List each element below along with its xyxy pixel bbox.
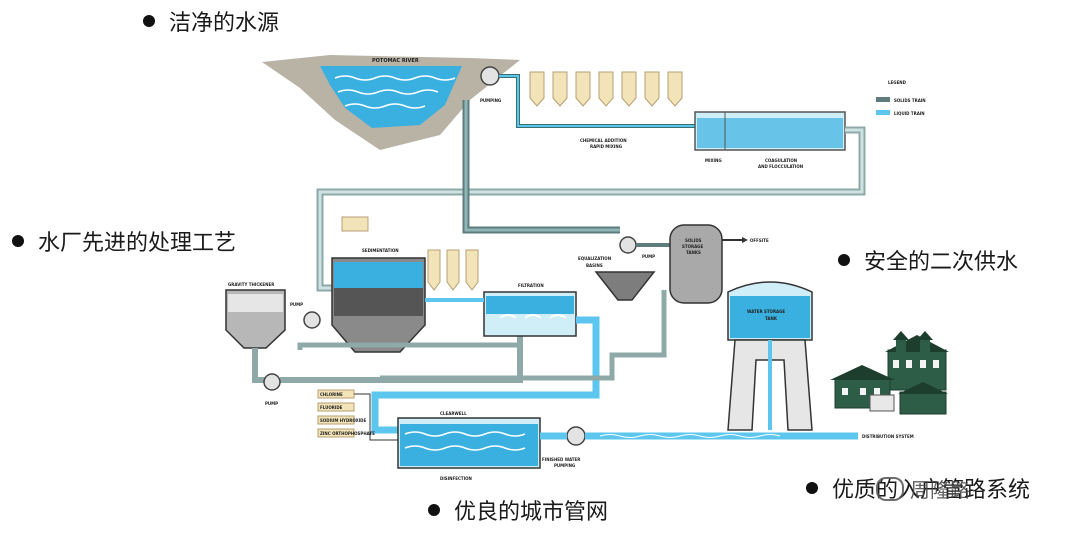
disinfection-label: DISINFECTION: [440, 476, 472, 481]
chem-label-1: CHLORINE: [320, 392, 343, 397]
equalization-pump-icon: [619, 236, 637, 254]
pumping-label: PUMPING: [480, 98, 501, 103]
rapid-mixing-label: RAPID MIXING: [590, 144, 622, 149]
flocculation-label: AND FLOCCULATION: [758, 164, 803, 169]
finished-water-label-2: PUMPING: [554, 463, 575, 468]
solids-pipe-inner: [464, 100, 620, 232]
bullet-text: 优良的城市管网: [454, 500, 609, 525]
bullet-quality-pipes: 优质的入户管路系统: [806, 472, 1030, 504]
water-storage-label-1: WATER STORAGE: [747, 309, 785, 314]
solids-storage-label-1: SOLIDS: [685, 238, 702, 243]
equalization-label: EQUALIZATION: [578, 256, 611, 261]
chem-label-2: FLUORIDE: [320, 405, 343, 410]
clearwell-water: [400, 424, 538, 466]
finished-water-pump-icon: [566, 426, 586, 446]
water-storage-label-2: TANK: [765, 316, 778, 321]
chemical-label-box: [341, 216, 369, 232]
equalization-pump-label: PUMP: [642, 254, 655, 259]
distribution-label: DISTRIBUTION SYSTEM: [862, 434, 914, 439]
filter-to-clearwell-pipe: [371, 316, 600, 434]
bullet-text: 洁净的水源: [169, 11, 280, 36]
houses-icon: [830, 331, 949, 415]
mixing-label: MIXING: [705, 158, 722, 163]
bullet-text: 水厂先进的处理工艺: [38, 231, 237, 256]
sedimentation-hoppers: [427, 249, 479, 291]
offsite-arrowhead-icon: [742, 237, 748, 243]
watermark-text: 周隆路: [910, 478, 970, 502]
solids-storage-label-3: TANKS: [686, 250, 701, 255]
bullet-text: 安全的二次供水: [864, 250, 1019, 275]
chem-label-3: SODIUM HYDROXIDE: [320, 418, 367, 423]
equalization-cone: [594, 271, 656, 301]
basins-label: BASINS: [586, 263, 603, 268]
solids-storage-tank: [669, 224, 723, 304]
river-pump-icon: [480, 66, 500, 86]
bullet-dot: [143, 15, 155, 27]
legend-title: LEGEND: [888, 80, 907, 85]
settled-water-pipe-inner: [318, 128, 864, 290]
sedimentation-label: SEDIMENTATION: [362, 248, 399, 253]
sludge-pipe-2: [297, 342, 520, 350]
river-waves: [334, 75, 456, 109]
chat-bubble-icon: [876, 476, 904, 501]
raw-water-pipe-inner: [499, 75, 695, 127]
legend-liquid-label: LIQUID TRAIN: [894, 111, 925, 116]
water-tower-legs: [727, 339, 813, 431]
bullet-quality-network: 优良的城市管网: [428, 494, 608, 526]
bullet-advanced-process: 水厂先进的处理工艺: [12, 225, 236, 257]
chem-label-4: ZINC ORTHOPHOSPHATE: [320, 431, 375, 436]
finished-water-label-1: FINISHED WATER: [542, 457, 580, 462]
chemical-label-boxes: [317, 389, 355, 438]
bullet-dot: [12, 235, 24, 247]
thickener-top: [228, 294, 283, 312]
solids-pipe: [462, 100, 620, 234]
chemical-hoppers: [529, 71, 683, 107]
legend-solids-swatch: [876, 97, 890, 102]
bullet-text: 优质的入户管路系统: [832, 478, 1031, 503]
backwash-pipe: [380, 290, 667, 381]
chemical-addition-label: CHEMICAL ADDITION: [580, 138, 627, 143]
clearwell-waves: [404, 431, 526, 451]
raw-water-pipe: [499, 74, 695, 128]
distribution-flow: [599, 434, 781, 438]
chem-feed-line: [354, 393, 398, 441]
legend-solids-label: SOLIDS TRAIN: [894, 98, 926, 103]
gravity-thickener-label: GRAVITY THICKENER: [228, 282, 274, 287]
filtration-label: FILTRATION: [518, 283, 544, 288]
watermark: 周隆路: [876, 474, 970, 503]
bullet-dot: [428, 504, 440, 516]
sedimentation-sludge: [334, 288, 423, 316]
coagulation-label: COAGULATION: [765, 158, 797, 163]
bullet-clean-source: 洁净的水源: [143, 5, 279, 37]
river-label: POTOMAC RIVER: [372, 58, 419, 64]
river-water: [320, 66, 462, 128]
coagulation-water: [697, 118, 843, 148]
sedimentation-water: [334, 262, 423, 288]
thickener-pump-label: PUMP: [290, 302, 303, 307]
water-tower-water: [730, 296, 810, 338]
thickener-pump-icon: [303, 311, 321, 329]
filtration-water: [486, 296, 574, 314]
bullet-secure-supply: 安全的二次供水: [838, 244, 1018, 276]
bottom-pump-label: PUMP: [265, 401, 278, 406]
filter-arches: [499, 314, 567, 319]
solids-storage-label-2: STORAGE: [682, 244, 703, 249]
legend-liquid-swatch: [876, 110, 890, 115]
offsite-label: OFFSITE: [750, 238, 769, 243]
bullet-dot: [806, 482, 818, 494]
bottom-pump-icon: [263, 373, 281, 391]
bullet-dot: [838, 254, 850, 266]
clearwell-label: CLEARWELL: [440, 411, 467, 416]
